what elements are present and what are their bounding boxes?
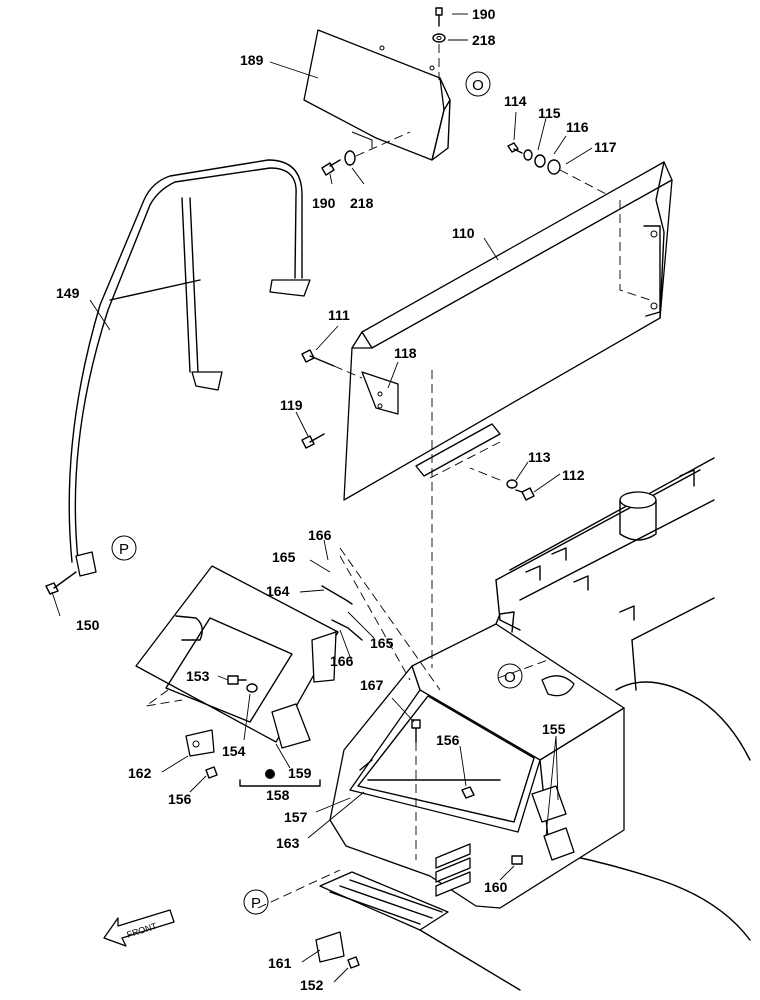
- label-150: 150: [76, 617, 100, 633]
- label-162: 162: [128, 765, 152, 781]
- front-arrow: FRONT: [103, 909, 175, 947]
- label-154: 154: [222, 743, 246, 759]
- label-164: 164: [266, 583, 290, 599]
- bolt-190-top: [432, 7, 446, 80]
- bracket-162: [185, 729, 218, 779]
- label-165: 165: [370, 635, 394, 651]
- label-156: 156: [436, 732, 460, 748]
- stay-164: [321, 547, 441, 691]
- label-112: 112: [562, 467, 585, 483]
- label-155: 155: [542, 721, 566, 737]
- label-118: 118: [394, 345, 417, 361]
- bolt-153: [227, 675, 258, 693]
- label-149: 149: [56, 285, 80, 301]
- dot-marker: [265, 769, 275, 779]
- label-114: 114: [504, 93, 527, 109]
- label-156: 156: [168, 791, 192, 807]
- bolt-160: [511, 855, 523, 865]
- label-113: 113: [528, 449, 551, 465]
- label-116: 116: [566, 119, 589, 135]
- ref-circle-p-bottom: P: [243, 889, 269, 915]
- panel-110: [343, 161, 673, 501]
- label-152: 152: [300, 977, 324, 993]
- label-218: 218: [472, 32, 496, 48]
- label-157: 157: [284, 809, 308, 825]
- bolt-111: [301, 349, 363, 379]
- handrail-149: [68, 159, 311, 577]
- fasteners-114-117: [507, 142, 611, 197]
- label-119: 119: [280, 397, 303, 413]
- bolt-167: [411, 719, 475, 860]
- ref-circle-p-left: P: [111, 535, 137, 561]
- label-189: 189: [240, 52, 264, 68]
- label-160: 160: [484, 879, 508, 895]
- cover-189: [303, 29, 451, 161]
- label-218: 218: [350, 195, 374, 211]
- leader-lines: [51, 13, 593, 983]
- label-111: 111: [328, 307, 350, 323]
- bolt-150: [45, 571, 77, 595]
- label-167: 167: [360, 677, 384, 693]
- svg-text:O: O: [472, 77, 484, 94]
- label-163: 163: [276, 835, 300, 851]
- ref-circle-o-top: O: [465, 71, 491, 97]
- step-161: [315, 871, 449, 969]
- part-labels: 190 218 189 190 218 114 115 116 117 110 …: [56, 6, 617, 993]
- label-115: 115: [538, 105, 561, 121]
- label-190: 190: [312, 195, 336, 211]
- label-158: 158: [266, 787, 290, 803]
- bracket-158: [239, 779, 321, 787]
- label-190: 190: [472, 6, 496, 22]
- label-166: 166: [330, 653, 354, 669]
- label-165: 165: [272, 549, 296, 565]
- bolt-190-lower: [321, 131, 411, 176]
- label-110: 110: [452, 225, 475, 241]
- ref-circle-o-mid: O: [497, 663, 523, 689]
- bolt-119: [301, 433, 325, 449]
- label-153: 153: [186, 668, 210, 684]
- svg-text:P: P: [251, 895, 261, 912]
- svg-text:O: O: [504, 669, 516, 686]
- label-117: 117: [594, 139, 617, 155]
- fasteners-112-113: [469, 467, 535, 501]
- label-161: 161: [268, 955, 292, 971]
- lid-159: [135, 565, 339, 749]
- label-166: 166: [308, 527, 332, 543]
- label-159: 159: [288, 765, 312, 781]
- svg-text:P: P: [119, 541, 129, 558]
- box-157: [329, 611, 625, 909]
- machine-body: [419, 457, 751, 991]
